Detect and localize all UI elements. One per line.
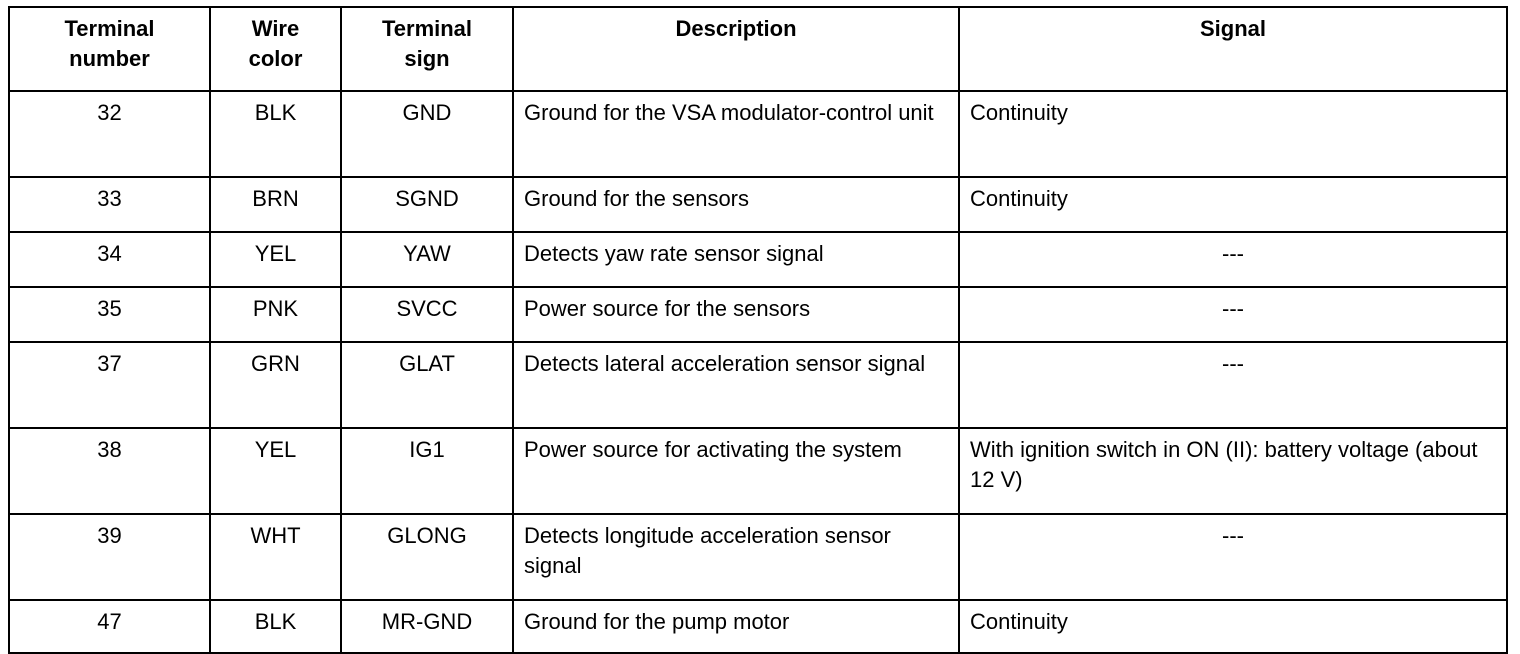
terminal-sign-cell: GND: [340, 90, 514, 178]
table-row: 35 PNK SVCC Power source for the sensors…: [8, 286, 1508, 343]
terminal-number-cell: 33: [8, 176, 211, 233]
terminal-number-cell: 35: [8, 286, 211, 343]
description-cell: Ground for the VSA modulator-control uni…: [512, 90, 960, 178]
description-cell: Ground for the sensors: [512, 176, 960, 233]
description-cell: Detects longitude acceleration sensor si…: [512, 513, 960, 601]
wire-color-cell: BLK: [209, 599, 342, 654]
table-row: 34 YEL YAW Detects yaw rate sensor signa…: [8, 231, 1508, 288]
terminal-number-cell: 32: [8, 90, 211, 178]
description-cell: Ground for the pump motor: [512, 599, 960, 654]
description-cell: Detects lateral acceleration sensor sign…: [512, 341, 960, 429]
signal-cell: With ignition switch in ON (II): battery…: [958, 427, 1508, 515]
terminal-table: Terminal number Wire color Terminal sign…: [8, 6, 1508, 654]
signal-cell: Continuity: [958, 90, 1508, 178]
description-cell: Detects yaw rate sensor signal: [512, 231, 960, 288]
description-cell: Power source for activating the system: [512, 427, 960, 515]
terminal-number-cell: 37: [8, 341, 211, 429]
terminal-sign-cell: SGND: [340, 176, 514, 233]
table-row: 39 WHT GLONG Detects longitude accelerat…: [8, 513, 1508, 601]
signal-cell: Continuity: [958, 599, 1508, 654]
wire-color-cell: WHT: [209, 513, 342, 601]
signal-cell: Continuity: [958, 176, 1508, 233]
terminal-sign-cell: GLAT: [340, 341, 514, 429]
table-row: 38 YEL IG1 Power source for activating t…: [8, 427, 1508, 515]
signal-cell: ---: [958, 513, 1508, 601]
terminal-sign-cell: SVCC: [340, 286, 514, 343]
terminal-sign-cell: MR-GND: [340, 599, 514, 654]
table-row: 37 GRN GLAT Detects lateral acceleration…: [8, 341, 1508, 429]
terminal-number-cell: 34: [8, 231, 211, 288]
signal-cell: ---: [958, 286, 1508, 343]
terminal-number-cell: 39: [8, 513, 211, 601]
header-description: Description: [512, 6, 960, 92]
wire-color-cell: YEL: [209, 231, 342, 288]
table-row: 33 BRN SGND Ground for the sensors Conti…: [8, 176, 1508, 233]
wire-color-cell: BRN: [209, 176, 342, 233]
wire-color-cell: PNK: [209, 286, 342, 343]
terminal-sign-cell: IG1: [340, 427, 514, 515]
header-signal: Signal: [958, 6, 1508, 92]
description-cell: Power source for the sensors: [512, 286, 960, 343]
terminal-number-cell: 38: [8, 427, 211, 515]
wire-color-cell: BLK: [209, 90, 342, 178]
terminal-sign-cell: YAW: [340, 231, 514, 288]
header-row: Terminal number Wire color Terminal sign…: [8, 6, 1508, 92]
signal-cell: ---: [958, 341, 1508, 429]
table-row: 32 BLK GND Ground for the VSA modulator-…: [8, 90, 1508, 178]
table-row: 47 BLK MR-GND Ground for the pump motor …: [8, 599, 1508, 654]
header-terminal-sign: Terminal sign: [340, 6, 514, 92]
header-terminal-number: Terminal number: [8, 6, 211, 92]
wire-color-cell: YEL: [209, 427, 342, 515]
header-wire-color: Wire color: [209, 6, 342, 92]
signal-cell: ---: [958, 231, 1508, 288]
terminal-number-cell: 47: [8, 599, 211, 654]
wire-color-cell: GRN: [209, 341, 342, 429]
terminal-sign-cell: GLONG: [340, 513, 514, 601]
